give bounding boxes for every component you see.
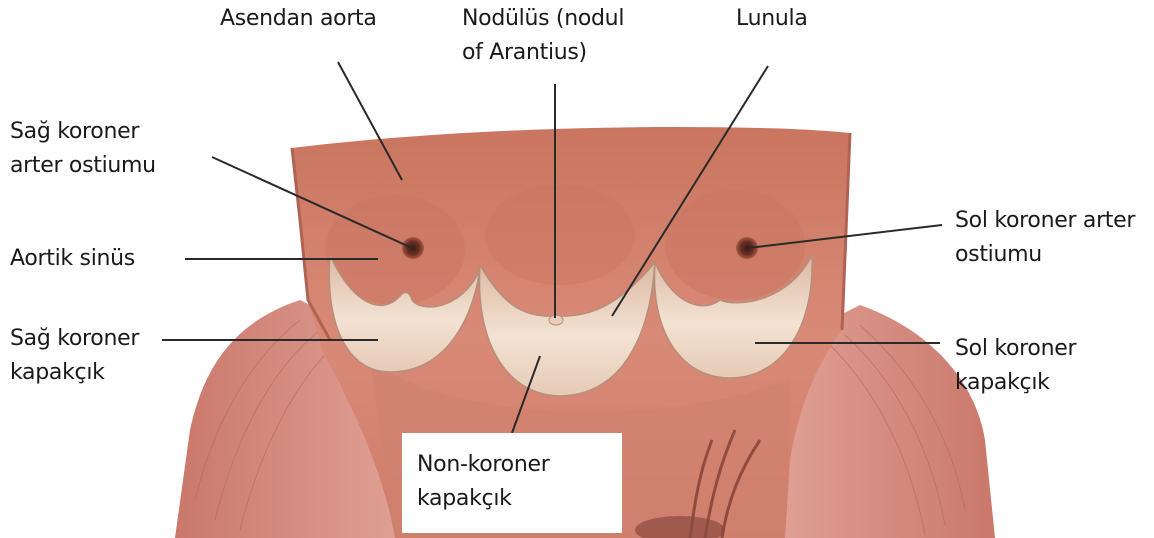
label-lunula: Lunula	[736, 2, 808, 36]
label-ascending-aorta: Asendan aorta	[220, 2, 377, 36]
label-nodulus: Nodülüs (nodul of Arantius)	[462, 2, 624, 70]
label-right-coronary-ostium: Sağ koroner arter ostiumu	[10, 115, 156, 183]
label-left-coronary-cusp: Sol koroner kapakçık	[955, 332, 1076, 400]
left-sinus-shading	[665, 190, 805, 300]
label-aortic-sinus: Aortik sinüs	[10, 242, 135, 276]
label-left-coronary-ostium: Sol koroner arter ostiumu	[955, 204, 1135, 272]
right-coronary-ostium	[402, 237, 424, 259]
label-right-coronary-cusp: Sağ koroner kapakçık	[10, 322, 139, 390]
label-noncoronary-cusp: Non-koroner kapakçık	[417, 448, 549, 516]
noncoronary-sinus-shading	[485, 185, 635, 285]
